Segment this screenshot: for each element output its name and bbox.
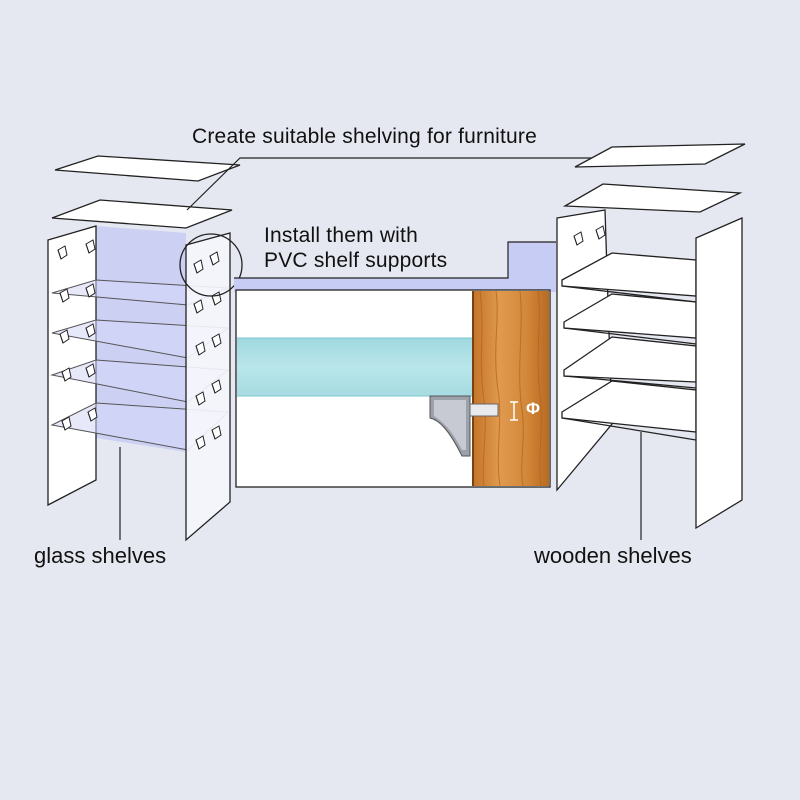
install-caption-line2: PVC shelf supports [264,249,448,272]
detail-view [234,241,556,488]
glass-shelf-band [237,338,473,396]
diameter-marker [510,401,518,421]
floating-top-panel [574,143,746,168]
glass-cabinet [47,155,243,542]
detail-connector [234,242,556,292]
wooden-shelves [561,252,697,441]
glass-shelves-label: glass shelves [34,543,167,568]
cabinet-top-panel [562,183,743,213]
right-side-panel [695,217,743,530]
top-caption: Create suitable shelving for furniture [192,125,537,148]
install-caption-line1: Install them with [264,224,418,247]
wooden-cabinet [556,143,746,530]
floating-top-panel [54,155,241,182]
install-caption: Install them with PVC shelf supports [264,223,447,273]
magnifier-circle-icon [179,233,243,297]
cabinet-top-panel [51,199,233,229]
shelf-support-icon [429,395,499,457]
top-caption-leader [186,149,621,211]
wooden-shelves-label: wooden shelves [534,543,692,568]
diameter-symbol: Φ [526,399,540,418]
wood-panel [473,291,549,486]
right-side-panel [185,232,231,542]
